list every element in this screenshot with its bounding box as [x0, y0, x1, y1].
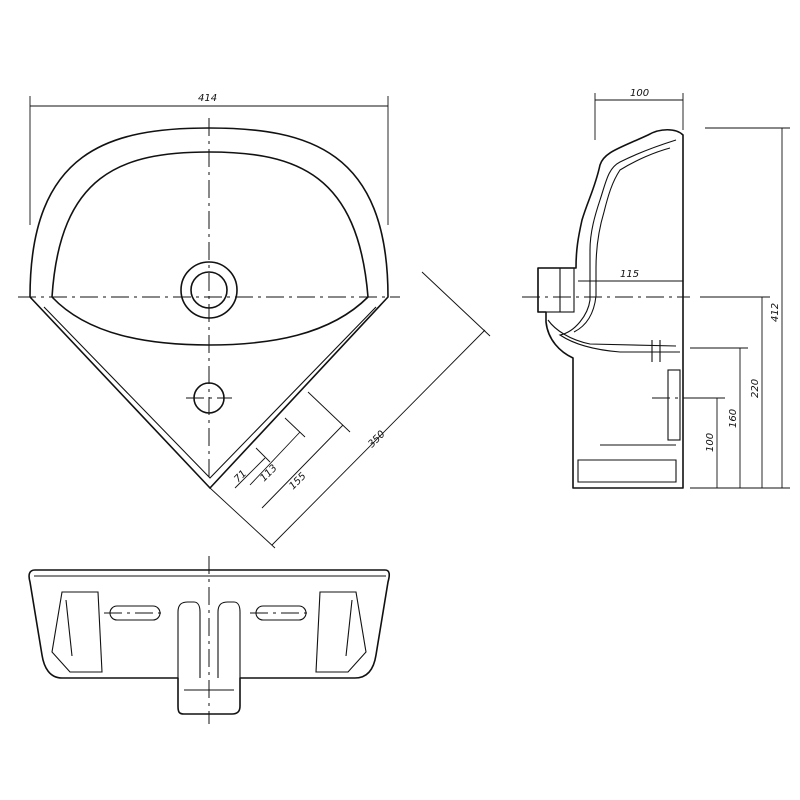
side-fixing-slot	[667, 369, 681, 441]
basin-inner-bowl	[51, 151, 369, 346]
side-bowl-inner	[573, 147, 671, 333]
dim-71-label: 71	[232, 468, 249, 485]
front-view	[28, 556, 391, 724]
dim-100-label: 100	[705, 433, 716, 452]
dim-113-line	[249, 431, 301, 486]
dim-220-label: 220	[750, 379, 761, 398]
front-center-right-pillar	[217, 601, 241, 678]
dim-71-line	[234, 457, 266, 489]
dim-412-label: 412	[770, 303, 781, 322]
plan-view: 414 350 155 113 71	[18, 93, 491, 549]
dim-350-ext2	[209, 487, 276, 549]
dim-155-line	[261, 424, 344, 509]
dim-155-ext	[307, 391, 351, 433]
dim-115-label: 115	[620, 269, 639, 280]
dim-100-top-label: 100	[630, 88, 649, 99]
side-foot	[577, 459, 677, 483]
front-right-bracket	[315, 591, 367, 673]
dim-155-label: 155	[287, 471, 308, 492]
basin-rim-edge	[43, 306, 377, 479]
front-center-left-pillar	[177, 601, 201, 678]
dim-350-ext	[421, 271, 491, 337]
side-bowl-profile	[558, 139, 678, 353]
front-left-bracket-inner	[65, 599, 73, 657]
dim-113-label: 113	[258, 463, 279, 484]
side-overflow-channel	[547, 319, 677, 347]
dim-414-label: 414	[198, 93, 217, 104]
front-left-bracket	[51, 591, 103, 673]
side-outlet	[537, 267, 575, 313]
front-right-bracket-inner	[345, 599, 353, 657]
dim-113-ext	[284, 417, 306, 438]
dim-71-ext	[255, 447, 271, 463]
front-outline	[28, 569, 391, 715]
side-body-outline	[537, 128, 684, 489]
dim-160-label: 160	[728, 409, 739, 428]
side-view: 100 115 412 220 160 100	[522, 88, 790, 489]
dim-350-line	[271, 329, 486, 546]
